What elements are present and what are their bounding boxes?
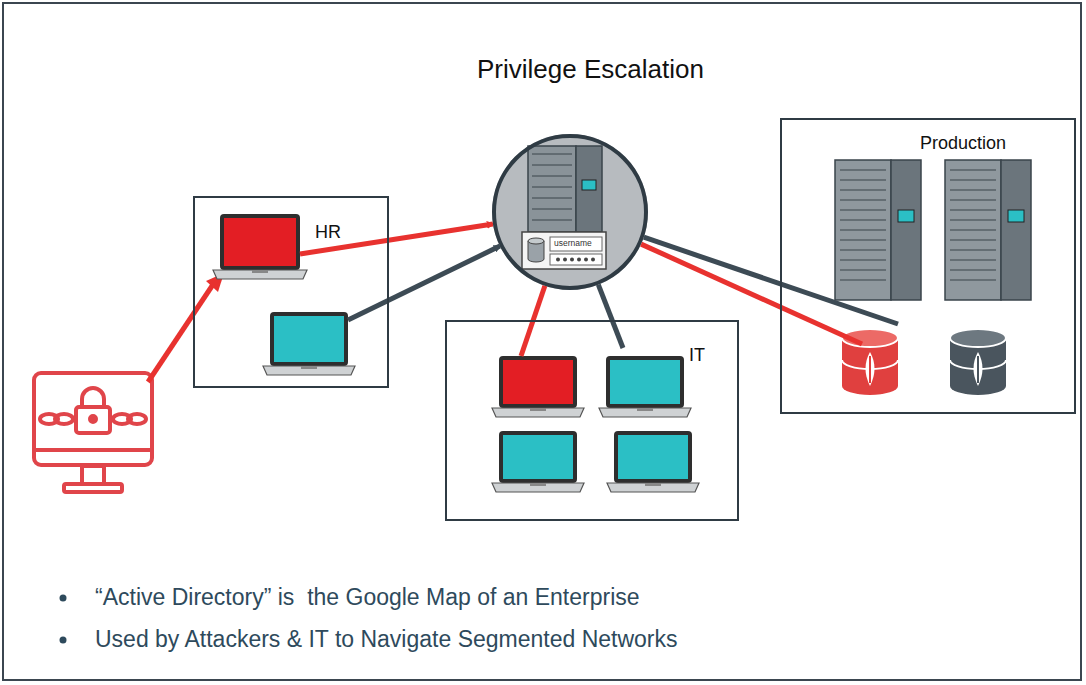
diagram-title: Privilege Escalation	[477, 54, 704, 85]
laptop	[492, 356, 584, 417]
circle-outline	[492, 134, 648, 290]
production-servers	[835, 160, 1031, 300]
directory-server-icon	[528, 146, 602, 232]
directory-server-circle: username	[492, 134, 648, 290]
bullet-text: “Active Directory” is the Google Map of …	[95, 584, 640, 611]
connector	[644, 237, 898, 324]
bullet	[60, 595, 67, 602]
laptop	[599, 356, 691, 417]
zone-box: HR	[193, 196, 389, 388]
server-tower	[835, 160, 921, 300]
zone-label: HR	[315, 222, 341, 243]
attack-arrow	[148, 283, 214, 382]
connector	[598, 285, 623, 348]
zone-label: IT	[689, 345, 705, 366]
zone-box: Production	[780, 118, 1076, 414]
server-tower	[945, 160, 1031, 300]
server-circle-fill	[492, 134, 648, 290]
laptop	[607, 431, 699, 492]
laptops	[213, 214, 699, 492]
connector	[348, 246, 500, 320]
laptop	[263, 312, 355, 375]
locked-monitor	[34, 373, 152, 492]
login-field-text: username	[554, 238, 592, 248]
login-card	[522, 232, 606, 269]
zone-label: Production	[920, 133, 1006, 154]
laptop	[213, 214, 307, 279]
bullet-text: Used by Attackers & IT to Navigate Segme…	[95, 626, 678, 653]
laptop	[492, 431, 584, 492]
connector	[641, 244, 862, 344]
zone-box: IT	[445, 320, 739, 521]
bullet	[60, 637, 67, 644]
database-grey	[950, 329, 1006, 395]
